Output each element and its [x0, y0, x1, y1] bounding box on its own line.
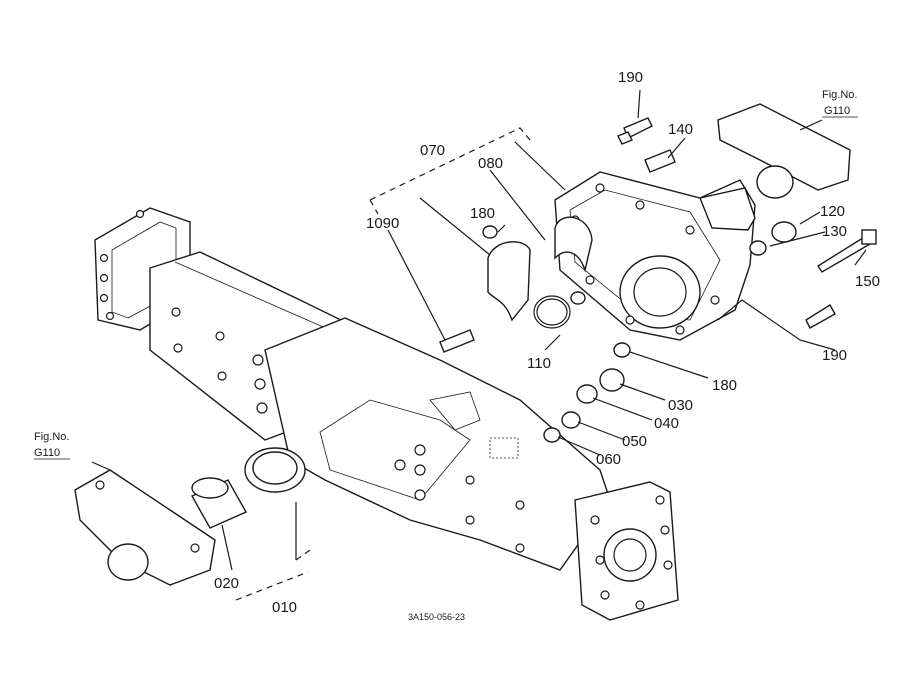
label-060: 060 [596, 451, 621, 468]
bushing-180-top [482, 225, 498, 239]
bolt-190-top [617, 117, 653, 145]
bushing-180-lower [613, 342, 631, 358]
label-050: 050 [622, 433, 647, 450]
label-080: 080 [478, 155, 503, 172]
label-180-lower: 180 [712, 377, 737, 394]
label-120: 120 [820, 203, 845, 220]
axle-housing [94, 207, 679, 621]
label-1090: 1090 [366, 215, 399, 232]
part-number-labels: 190 140 070 080 180 1090 120 130 150 110… [214, 69, 880, 616]
bushing-020 [191, 477, 247, 529]
label-130: 130 [822, 223, 847, 240]
o-ring-110 [533, 291, 586, 329]
plug-140 [644, 149, 676, 173]
label-010: 010 [272, 599, 297, 616]
bearing-080 [554, 216, 593, 273]
bolts-120-130-150 [749, 221, 877, 273]
bolt-190-lower [805, 304, 836, 329]
label-190-top: 190 [618, 69, 643, 86]
label-020: 020 [214, 575, 239, 592]
fig-ref-top-right-line1: Fig.No. [822, 89, 857, 101]
bracket-top-right [717, 103, 851, 199]
label-070: 070 [420, 142, 445, 159]
label-140: 140 [668, 121, 693, 138]
label-040: 040 [654, 415, 679, 432]
label-180-top: 180 [470, 205, 495, 222]
label-110: 110 [527, 355, 551, 372]
plugs-030-060 [543, 368, 625, 443]
fig-ref-left-line1: Fig.No. [34, 431, 69, 443]
gear-case [554, 171, 756, 341]
label-150: 150 [855, 273, 880, 290]
label-190-lower: 190 [822, 347, 847, 364]
figure-references: Fig.No. G110 Fig.No. G110 [34, 89, 858, 460]
bearing-cap-1090 [439, 241, 531, 353]
fig-ref-top-right-line2: G110 [824, 105, 850, 117]
fig-ref-left-line2: G110 [34, 447, 60, 459]
bracket-left [74, 469, 216, 586]
leader-lines [91, 89, 867, 601]
label-030: 030 [668, 397, 693, 414]
diagram-code: 3A150-056-23 [408, 612, 465, 622]
